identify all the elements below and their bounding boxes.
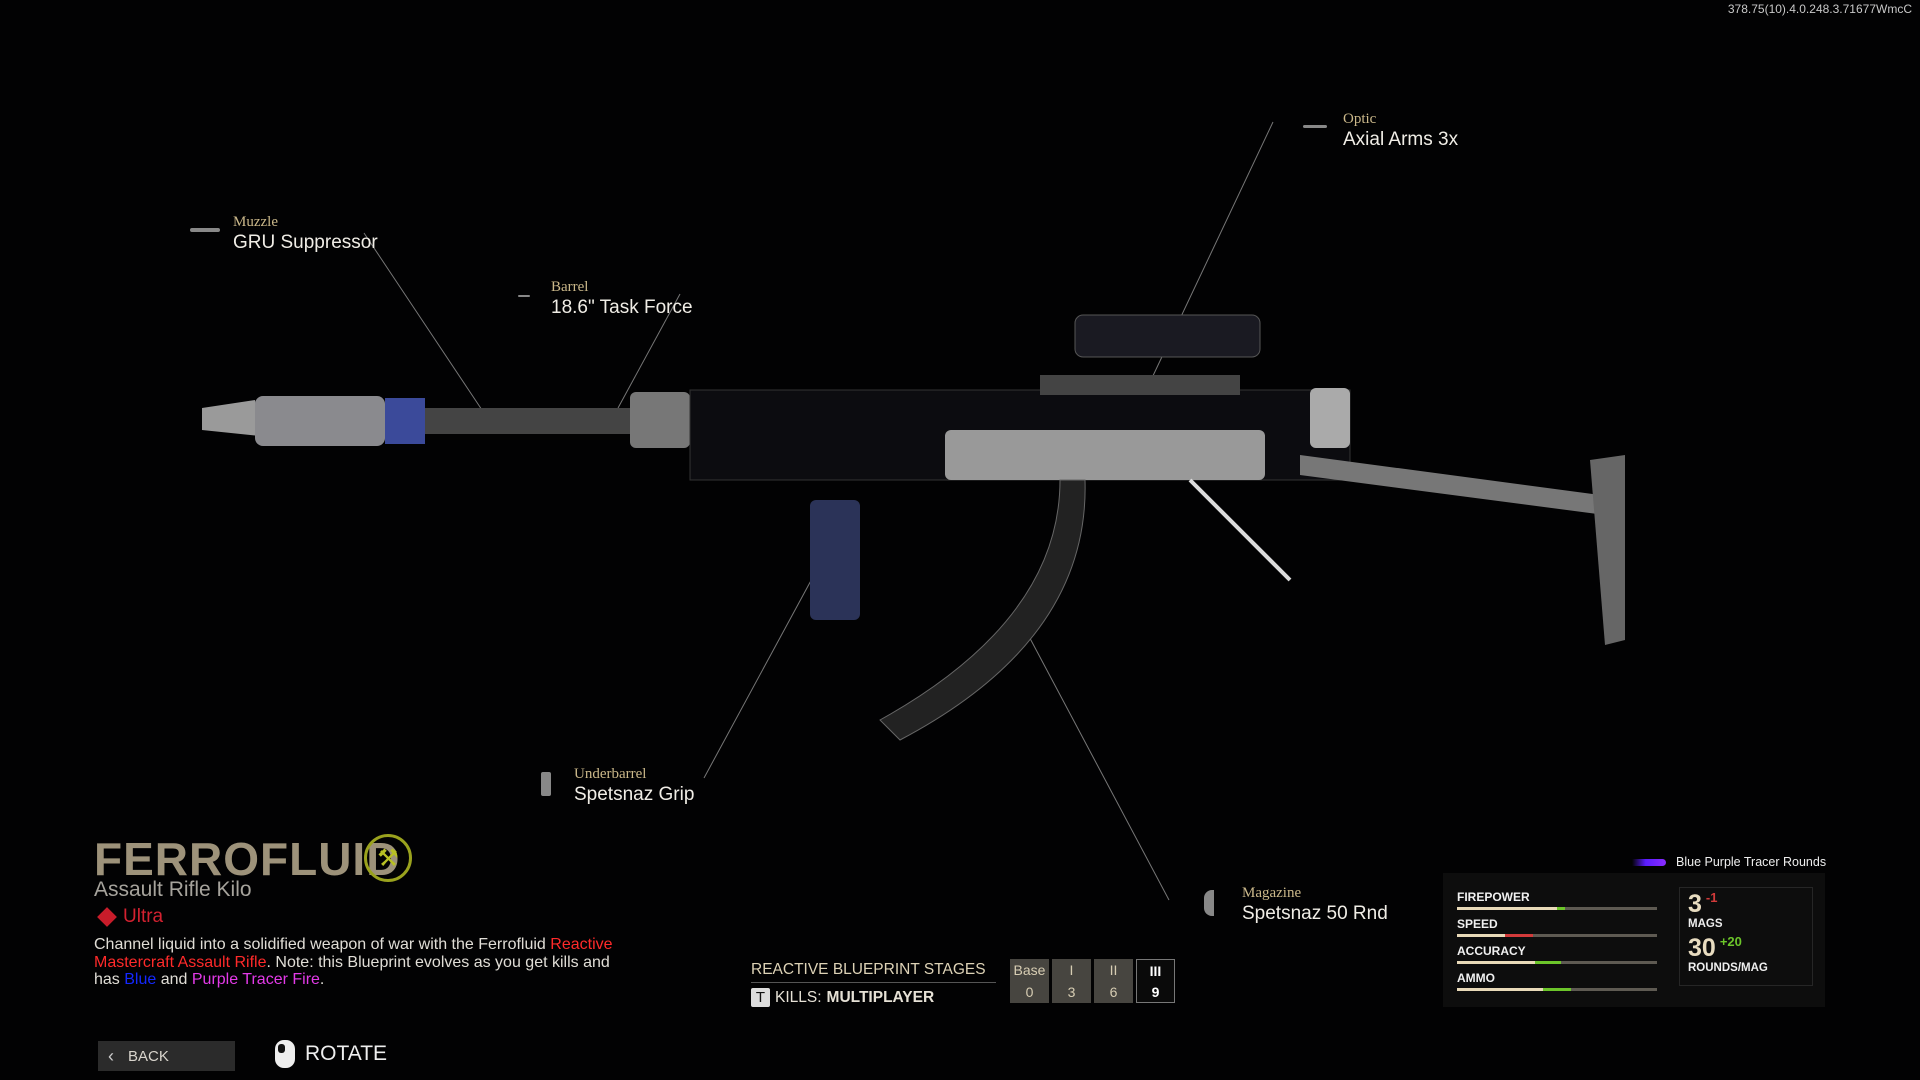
stat-bar-modifier [1543, 988, 1571, 991]
stat-ammo: AMMO [1457, 971, 1657, 991]
attachment-name: Spetsnaz Grip [574, 784, 695, 805]
magazine-icon [1204, 890, 1214, 916]
stat-bar-base [1457, 907, 1557, 910]
reactive-blueprint-stages: REACTIVE BLUEPRINT STAGES T KILLS: MULTI… [751, 961, 996, 1007]
rounds-value: 30 [1688, 934, 1716, 962]
stat-bar-modifier [1505, 934, 1533, 937]
attachment-optic[interactable]: Optic Axial Arms 3x [1343, 111, 1458, 151]
leader-line-magazine [1015, 611, 1170, 901]
back-button[interactable]: ‹ BACK [98, 1041, 235, 1071]
stat-bar-base [1457, 961, 1535, 964]
stages-title: REACTIVE BLUEPRINT STAGES [751, 961, 996, 983]
stat-bar [1457, 988, 1657, 991]
rifle-silhouette [202, 314, 1625, 741]
stat-bar [1457, 907, 1657, 910]
underbarrel-icon [541, 772, 551, 796]
rounds-delta: +20 [1719, 934, 1742, 949]
rounds-label: ROUNDS/MAG [1688, 962, 1768, 974]
stat-accuracy: ACCURACY [1457, 944, 1657, 964]
tracer-bullet-icon [1632, 858, 1666, 866]
chevron-left-icon: ‹ [108, 1045, 114, 1066]
rarity: Ultra [96, 906, 163, 928]
mags-value: 3 [1688, 890, 1702, 918]
attachment-underbarrel[interactable]: Underbarrel Spetsnaz Grip [574, 766, 694, 806]
mastercraft-anvil-icon: ⚒ [364, 834, 412, 882]
attachment-category: Barrel [551, 279, 589, 295]
muzzle-icon [190, 228, 220, 232]
attachment-muzzle[interactable]: Muzzle GRU Suppressor [233, 214, 378, 254]
blueprint-description: Channel liquid into a solidified weapon … [94, 936, 634, 989]
desc-text: . [319, 971, 325, 988]
key-hint-t[interactable]: T [751, 988, 770, 1007]
attachment-name: GRU Suppressor [233, 232, 378, 253]
desc-highlight: Reactive Mastercraft Assault Rifle [94, 936, 613, 971]
desc-text: . Note: this Blueprint evolves as you ge… [94, 953, 610, 989]
kills-mode: T KILLS: MULTIPLAYER [751, 988, 996, 1007]
attachment-category: Muzzle [233, 214, 278, 230]
desc-text: and [156, 971, 192, 988]
stat-label: FIREPOWER [1457, 890, 1530, 904]
back-label: BACK [128, 1047, 169, 1065]
attachment-name: 18.6" Task Force [551, 297, 693, 318]
leader-line-barrel [617, 293, 681, 409]
rotate-label: ROTATE [305, 1042, 388, 1065]
attachment-name: Axial Arms 3x [1343, 129, 1459, 150]
barrel-icon [518, 295, 530, 297]
desc-text: Channel liquid into a solidified weapon … [94, 936, 551, 953]
stat-label: SPEED [1457, 917, 1498, 931]
mouse-icon [275, 1040, 295, 1068]
stat-bar [1457, 934, 1657, 937]
stat-bar-base [1457, 934, 1505, 937]
version-string: 378.75(10).4.0.248.3.71677WmcC [1727, 2, 1912, 16]
desc-blue: Blue [124, 971, 157, 988]
stats-panel: FIREPOWER SPEED ACCURACY AMMO 3-1 MAGS 30+2… [1443, 873, 1825, 1007]
attachment-category: Underbarrel [574, 766, 647, 782]
stat-bar-base [1457, 988, 1543, 991]
ammo-box: 3-1 MAGS 30+20 ROUNDS/MAG [1679, 887, 1813, 986]
tracer-rounds: Blue Purple Tracer Rounds [1632, 855, 1826, 869]
tracer-label: Blue Purple Tracer Rounds [1676, 855, 1827, 869]
attachment-name: Spetsnaz 50 Rnd [1242, 903, 1388, 924]
attachment-magazine[interactable]: Magazine Spetsnaz 50 Rnd [1242, 885, 1388, 925]
leader-line-muzzle [363, 232, 487, 417]
rotate-button[interactable]: ROTATE [275, 1040, 387, 1068]
stat-speed: SPEED [1457, 917, 1657, 937]
kills-mode-value: MULTIPLAYER [826, 988, 935, 1006]
rarity-icon [97, 907, 117, 927]
stat-bar [1457, 961, 1657, 964]
blueprint-name: FERROFLUID [94, 833, 401, 885]
stat-firepower: FIREPOWER [1457, 890, 1657, 910]
optic-icon [1303, 125, 1327, 128]
rarity-label: Ultra [123, 906, 164, 927]
stat-bar-modifier [1535, 961, 1561, 964]
attachment-category: Optic [1343, 111, 1377, 127]
attachment-barrel[interactable]: Barrel 18.6" Task Force [551, 279, 693, 319]
desc-purple: Purple Tracer Fire [191, 971, 320, 988]
weapon-name: Assault Rifle Kilo [94, 878, 252, 901]
attachment-category: Magazine [1242, 885, 1302, 901]
leader-line-underbarrel [703, 574, 815, 779]
stat-label: ACCURACY [1457, 944, 1526, 958]
mags-label: MAGS [1688, 918, 1723, 930]
stat-bar-modifier [1557, 907, 1565, 910]
kills-label: KILLS: [775, 988, 822, 1006]
stat-label: AMMO [1457, 971, 1495, 985]
mags-delta: -1 [1705, 890, 1718, 905]
